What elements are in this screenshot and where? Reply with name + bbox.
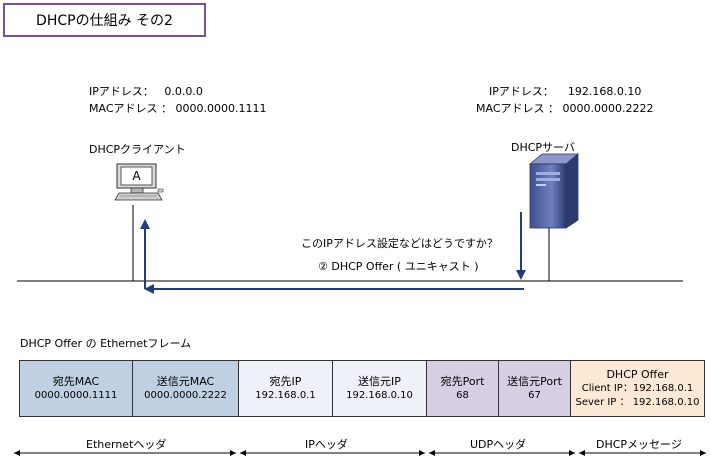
header-extent-arrows [14,450,706,456]
cell-title: 送信元IP [358,374,401,388]
cell-value: 0000.0000.1111 [34,389,118,401]
cell-value: 192.168.0.10 [346,389,413,401]
cell-title: 宛先MAC [52,374,100,388]
cell-value: 0000.0000.2222 [144,389,227,401]
cell-title: 送信元Port [507,374,562,388]
dhcp-message-label: DHCPメッセージ [596,438,682,451]
udp-header-label: UDPヘッダ [470,438,527,451]
cell-client-ip: Client IP：192.168.0.1 [581,382,694,394]
page-title: DHCPの仕組み その2 [3,3,206,37]
frame-cell-dest-mac: 宛先MAC 0000.0000.1111 [19,360,133,417]
cell-value: 192.168.0.1 [255,389,316,401]
client-ip-text: IPアドレス： 0.0.0.0 [89,85,203,98]
ip-header-label: IPヘッダ [305,438,348,451]
server-mac-text: MACアドレス ： 0000.0000.2222 [476,102,654,115]
cell-server-ip: Sever IP ： 192.168.0.10 [575,396,700,408]
client-mac-text: MACアドレス ： 0000.0000.1111 [89,102,267,115]
cell-value: 68 [456,389,469,401]
cell-title: 宛先Port [440,374,485,388]
frame-cell-dhcp-offer: DHCP Offer Client IP：192.168.0.1 Sever I… [571,360,705,417]
frame-cell-src-port: 送信元Port 67 [499,360,571,417]
cell-value: 67 [528,389,541,401]
frame-cell-src-mac: 送信元MAC 0000.0000.2222 [133,360,239,417]
frame-cell-dest-ip: 宛先IP 192.168.0.1 [239,360,333,417]
frame-cell-dest-port: 宛先Port 68 [427,360,499,417]
ethernet-header-label: Ethernetヘッダ [86,438,167,451]
offer-type-text: ② DHCP Offer ( ユニキャスト ) [318,260,479,273]
client-computer-icon [114,163,164,201]
server-tower-icon [528,153,580,229]
cell-title: DHCP Offer [606,367,669,381]
frame-cell-src-ip: 送信元IP 192.168.0.10 [333,360,427,417]
cell-title: 送信元MAC [156,374,215,388]
offer-arrows [140,212,526,294]
server-label: DHCPサーバ [511,141,575,154]
server-ip-text: IPアドレス： 192.168.0.10 [489,85,642,98]
cell-title: 宛先IP [269,374,302,388]
monitor-letter: A [132,169,141,183]
offer-question-text: このIPアドレス設定などはどうですか？ [301,237,498,250]
ethernet-frame: 宛先MAC 0000.0000.1111 送信元MAC 0000.0000.22… [19,360,705,417]
client-label: DHCPクライアント [89,143,186,156]
frame-caption: DHCP Offer の Ethernetフレーム [20,337,192,350]
